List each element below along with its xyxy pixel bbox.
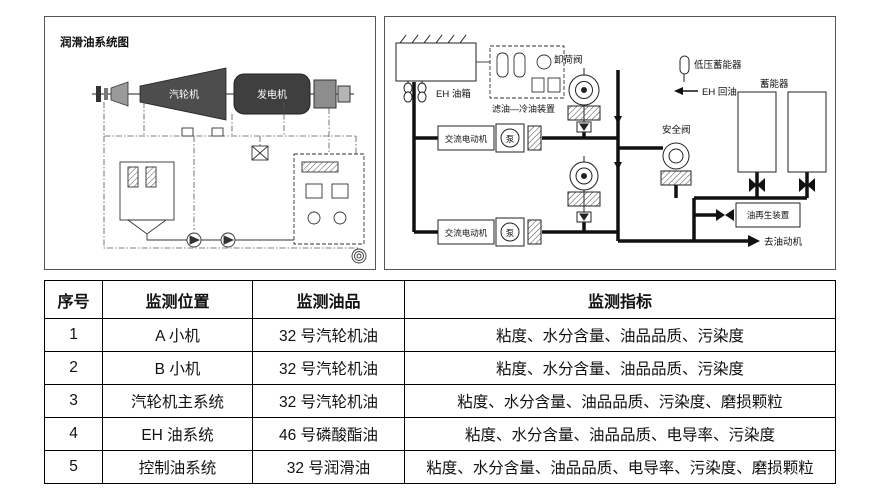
table-header-row: 序号 监测位置 监测油品 监测指标 <box>44 280 836 319</box>
cell-oil: 32 号润滑油 <box>252 450 405 484</box>
cell-position: 控制油系统 <box>102 450 253 484</box>
cell-index: 1 <box>44 318 103 352</box>
eh-tank-label: EH 油箱 <box>436 88 471 100</box>
oil-regen-box <box>735 202 801 228</box>
cell-index: 3 <box>44 384 103 418</box>
pump-bottom-label: 泵 <box>506 228 515 238</box>
cell-indicators: 粘度、水分含量、油品品质、污染度 <box>404 318 836 352</box>
cell-oil: 32 号汽轮机油 <box>252 384 405 418</box>
table-row: 5 控制油系统 32 号润滑油 粘度、水分含量、油品品质、电导率、污染度、磨损颗… <box>44 450 836 484</box>
cell-index: 4 <box>44 417 103 451</box>
cell-oil: 46 号磷酸酯油 <box>252 417 405 451</box>
generator-icon <box>233 73 311 115</box>
pump-top-label: 泵 <box>506 134 515 144</box>
hp-turbine-icon <box>110 81 129 107</box>
lp-accumulator-label: 低压蓄能器 <box>694 59 742 71</box>
table-row: 1 A 小机 32 号汽轮机油 粘度、水分含量、油品品质、污染度 <box>44 318 836 352</box>
cell-oil: 32 号汽轮机油 <box>252 318 405 352</box>
cell-index: 2 <box>44 351 103 385</box>
safety-valve-label: 安全阀 <box>662 124 691 136</box>
monitoring-table: 序号 监测位置 监测油品 监测指标 1 A 小机 32 号汽轮机油 粘度、水分含… <box>44 280 836 484</box>
safety-valve-icon <box>660 142 692 186</box>
col-header-oil: 监测油品 <box>252 280 405 319</box>
cell-position: EH 油系统 <box>102 417 253 451</box>
aux-components <box>181 127 269 161</box>
filter-cooler-unit <box>489 45 565 99</box>
diagram-row: 润滑油系统图 汽轮机 发电机 <box>44 16 836 270</box>
turbine-label: 汽轮机 <box>169 88 199 101</box>
accumulator-tanks <box>737 91 827 173</box>
pump-bottom-icon <box>495 217 525 247</box>
pump-icon <box>333 211 347 225</box>
shaft-end-icon <box>337 85 351 103</box>
lube-system-diagram: 润滑油系统图 汽轮机 发电机 <box>44 16 376 270</box>
cell-position: 汽轮机主系统 <box>102 384 253 418</box>
oil-coil-icon <box>351 248 367 264</box>
panel-border <box>44 16 376 270</box>
eh-oil-diagram: EH 油箱 滤油—冷油装置 卸荷阀 <box>384 16 836 270</box>
filter-cooler-label: 滤油—冷油装置 <box>492 103 555 114</box>
ac-motor-top-icon <box>437 125 495 151</box>
eh-oil-tank-icon <box>395 34 477 103</box>
oil-pumps <box>146 232 294 248</box>
accumulator-label: 蓄能器 <box>760 78 789 90</box>
oil-regen-valve-icon <box>716 209 734 221</box>
main-piping <box>412 70 809 243</box>
eh-system-panel: EH 油箱 滤油—冷油装置 卸荷阀 <box>384 16 836 270</box>
col-header-index: 序号 <box>44 280 103 319</box>
lp-accumulator-icon <box>679 55 690 82</box>
diagram-title: 润滑油系统图 <box>60 35 129 49</box>
col-header-indicators: 监测指标 <box>404 280 836 319</box>
cell-indicators: 粘度、水分含量、油品品质、污染度、磨损颗粒 <box>404 384 836 418</box>
cell-indicators: 粘度、水分含量、油品品质、电导率、污染度 <box>404 417 836 451</box>
col-header-position: 监测位置 <box>102 280 253 319</box>
to-oil-motor-label: 去油动机 <box>764 236 803 248</box>
filter-bottom-icon <box>527 219 542 245</box>
jacking-oil-box <box>293 153 365 245</box>
table-row: 4 EH 油系统 46 号磷酸酯油 粘度、水分含量、油品品质、电导率、污染度 <box>44 417 836 451</box>
lube-system-panel: 润滑油系统图 汽轮机 发电机 <box>44 16 376 270</box>
exciter-icon <box>313 79 337 109</box>
unloading-valve-icon <box>567 68 601 133</box>
accumulator-valve-icons <box>749 178 815 192</box>
cell-indicators: 粘度、水分含量、油品品质、污染度 <box>404 351 836 385</box>
cell-position: B 小机 <box>102 351 253 385</box>
unloading-valve-label: 卸荷阀 <box>554 54 583 66</box>
pump-icon <box>307 211 321 225</box>
cell-index: 5 <box>44 450 103 484</box>
eh-return-label: EH 回油 <box>702 86 737 98</box>
turbine-train: 汽轮机 发电机 <box>92 67 354 121</box>
flow-arrows <box>614 116 760 247</box>
generator-label: 发电机 <box>257 88 287 101</box>
pump-top-icon <box>495 123 525 153</box>
cell-indicators: 粘度、水分含量、油品品质、电导率、污染度、磨损颗粒 <box>404 450 836 484</box>
cell-position: A 小机 <box>102 318 253 352</box>
main-oil-tank-icon <box>119 161 175 235</box>
table-row: 3 汽轮机主系统 32 号汽轮机油 粘度、水分含量、油品品质、污染度、磨损颗粒 <box>44 384 836 418</box>
ac-motor-bottom-icon <box>437 219 495 245</box>
oil-regen-label: 油再生装置 <box>747 210 790 220</box>
control-valve-icon <box>567 156 601 223</box>
ac-motor-top-label: 交流电动机 <box>445 134 488 144</box>
eh-return-arrow-icon <box>674 87 683 95</box>
ac-motor-bottom-label: 交流电动机 <box>445 228 488 238</box>
turbine-icon <box>139 67 227 121</box>
cell-oil: 32 号汽轮机油 <box>252 351 405 385</box>
table-row: 2 B 小机 32 号汽轮机油 粘度、水分含量、油品品质、污染度 <box>44 351 836 385</box>
filter-top-icon <box>527 125 542 151</box>
